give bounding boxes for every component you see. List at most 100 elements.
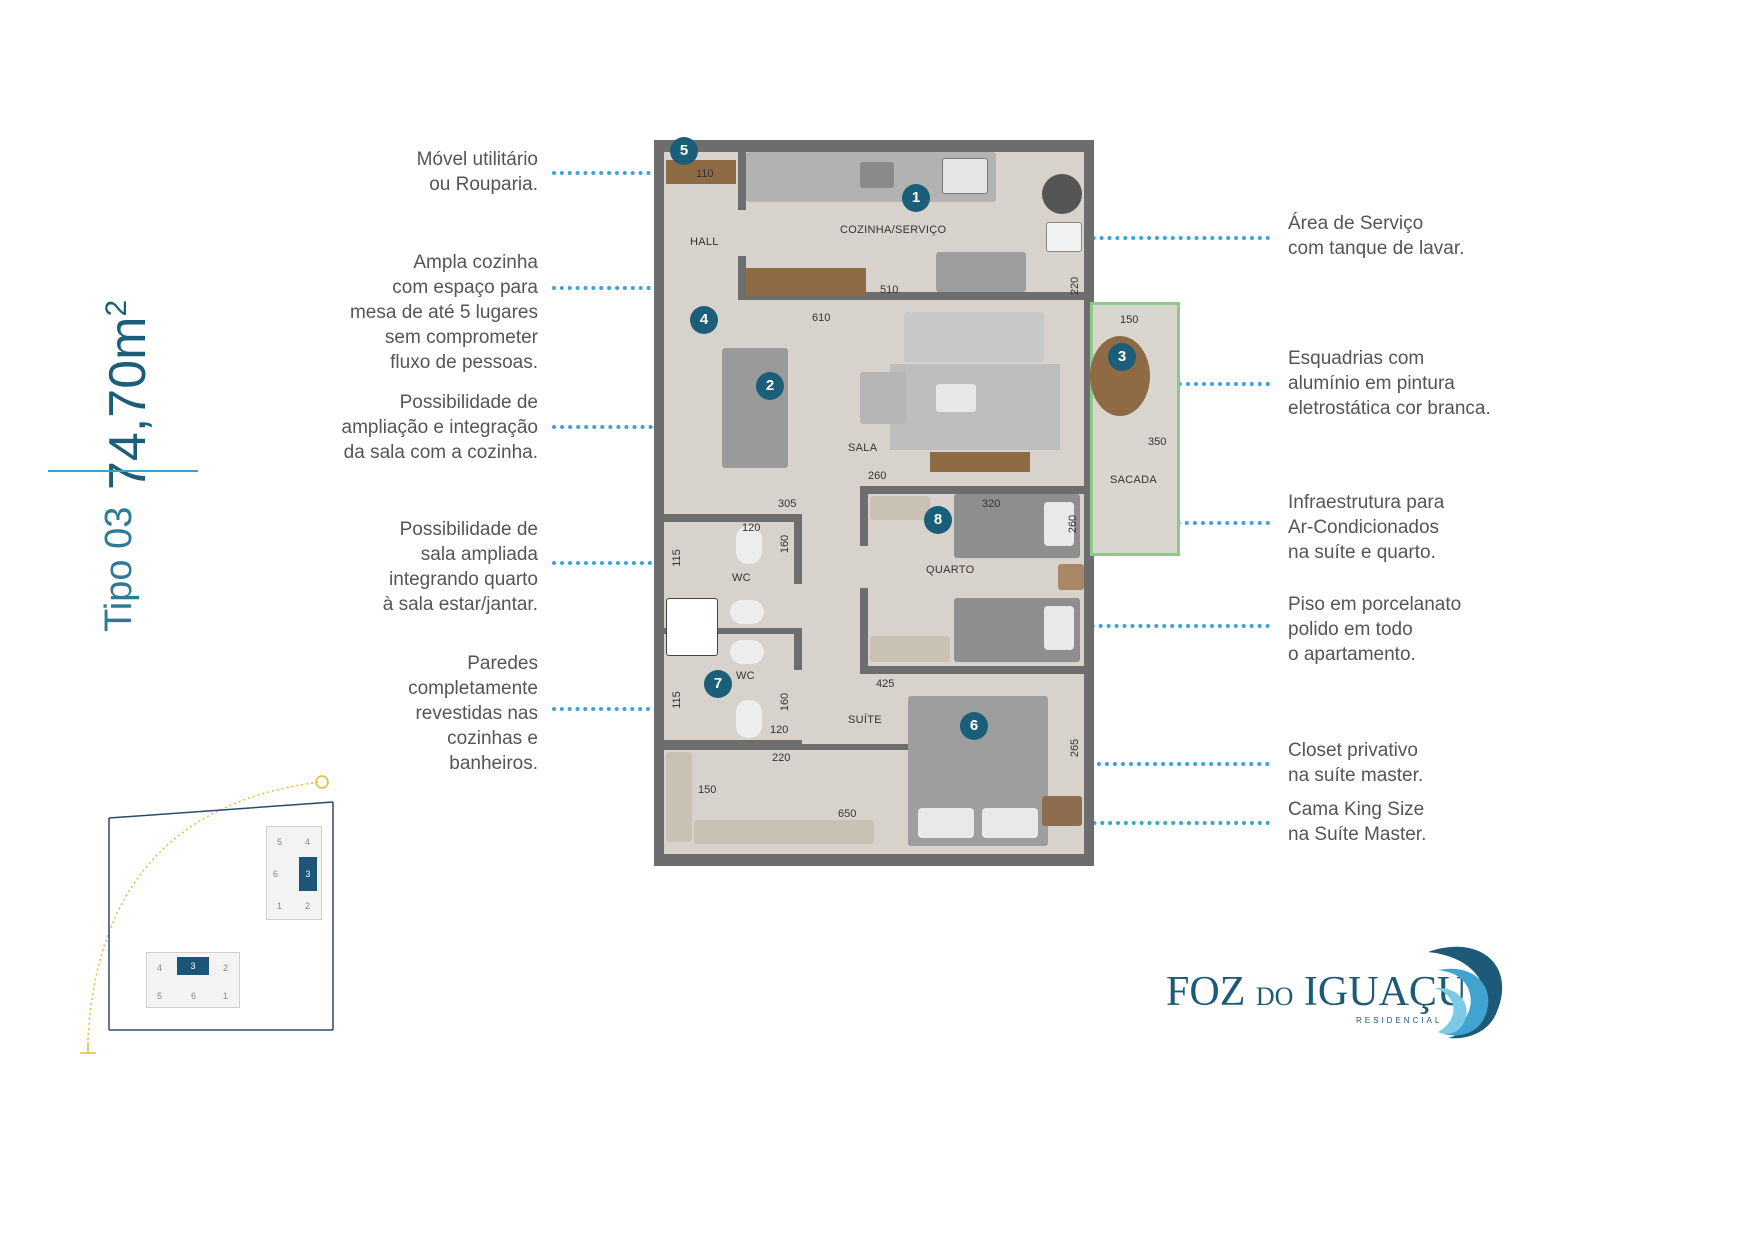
unit-label: 6 xyxy=(191,991,197,1001)
dim-425: 425 xyxy=(876,678,895,690)
room-label-quarto: QUARTO xyxy=(926,564,975,576)
room-label-sacada: SACADA xyxy=(1110,474,1158,486)
dim-120a: 120 xyxy=(742,522,761,534)
room-label-sala: SALA xyxy=(848,442,878,454)
tank-icon xyxy=(1046,222,1082,252)
dim-160a: 160 xyxy=(779,534,792,554)
marker-6: 6 xyxy=(960,712,988,740)
dim-510: 510 xyxy=(880,284,899,296)
feature-sala-ampliada: Possibilidade de sala ampliada integrand… xyxy=(382,519,538,615)
unit-label: 6 xyxy=(273,869,279,879)
sink-icon xyxy=(860,162,894,188)
feature-cama-king: Cama King Size na Suíte Master. xyxy=(1288,799,1427,845)
floor-plan: HALL COZINHA/SERVIÇO SALA SACADA QUARTO … xyxy=(654,137,1180,866)
building-bottom: 4 3 2 5 6 1 xyxy=(146,952,240,1008)
room-label-hall: HALL xyxy=(690,236,719,248)
closet-suite-horizontal xyxy=(694,820,874,844)
dim-320: 320 xyxy=(982,498,1001,510)
dim-650: 650 xyxy=(838,808,857,820)
dim-160b: 160 xyxy=(779,692,792,712)
feature-esquadrias: Esquadrias com alumínio em pintura eletr… xyxy=(1288,348,1491,419)
wall-right xyxy=(1084,140,1094,866)
feature-ar-condicionado: Infraestrutura para Ar-Condicionados na … xyxy=(1288,492,1445,563)
wall-wc-mid xyxy=(664,628,802,634)
closet-quarto-bottom xyxy=(870,636,950,662)
nightstand-quarto xyxy=(1058,564,1084,590)
marker-4: 4 xyxy=(690,306,718,334)
wall-wc-right2 xyxy=(794,630,802,670)
marker-8: 8 xyxy=(924,506,952,534)
area-title: 74,70m2 xyxy=(98,300,158,490)
dim-260a: 260 xyxy=(868,470,887,482)
feature-rouparia: Móvel utilitário ou Rouparia. xyxy=(416,149,538,195)
closet-quarto-top xyxy=(870,496,930,520)
logo-sub: RESIDENCIAL xyxy=(1356,1016,1443,1025)
wall-kitchen-bottom xyxy=(738,292,1088,300)
room-label-wc1: WC xyxy=(732,572,751,584)
wall-kitchen-left xyxy=(738,150,746,210)
wall-closet-top xyxy=(664,744,914,750)
marker-2: 2 xyxy=(756,372,784,400)
sofa xyxy=(904,312,1044,362)
nightstand-suite xyxy=(1042,796,1082,826)
feature-integracao: Possibilidade de ampliação e integração … xyxy=(341,392,538,463)
room-label-cozinha: COZINHA/SERVIÇO xyxy=(840,224,947,236)
leader-area-servico xyxy=(1060,236,1270,240)
sink-icon-wc2 xyxy=(730,640,764,664)
highlighted-unit: 3 xyxy=(177,957,209,975)
rouparia-cabinet xyxy=(666,160,736,184)
feature-area-servico: Área de Serviço com tanque de lavar. xyxy=(1288,213,1465,259)
logo-iguacu: IGUAÇU xyxy=(1303,969,1468,1015)
wall-top xyxy=(654,140,1094,152)
coffee-table xyxy=(936,384,976,412)
wall-kitchen-left2 xyxy=(738,256,746,298)
logo-text: FOZ DO IGUAÇU xyxy=(1166,968,1467,1016)
dim-265: 265 xyxy=(1069,738,1082,758)
feature-closet: Closet privativo na suíte master. xyxy=(1288,740,1424,786)
wall-quarto-left2 xyxy=(860,588,868,668)
dim-260b: 260 xyxy=(1067,514,1080,534)
highlighted-unit: 3 xyxy=(299,857,317,891)
leader-rouparia xyxy=(552,171,682,175)
unit-label: 1 xyxy=(223,991,229,1001)
armchair xyxy=(860,372,906,424)
logo-foz: FOZ xyxy=(1166,969,1246,1015)
logo-do: DO xyxy=(1255,982,1294,1011)
wall-wc-top xyxy=(664,514,802,522)
leader-cama-king xyxy=(990,821,1270,825)
dining-table-sala xyxy=(722,348,788,468)
area-superscript: 2 xyxy=(100,299,133,317)
dim-220a: 220 xyxy=(1069,276,1082,296)
feature-porcelanato: Piso em porcelanato polido em todo o apa… xyxy=(1288,594,1462,665)
closet-suite-vertical xyxy=(666,752,692,842)
sacada-area xyxy=(1090,302,1180,556)
unit-label: 5 xyxy=(157,991,163,1001)
marker-5: 5 xyxy=(670,137,698,165)
shaft-icon xyxy=(666,598,718,656)
unit-label: 2 xyxy=(223,963,229,973)
dim-150b: 150 xyxy=(698,784,717,796)
pillow-king-1 xyxy=(918,808,974,838)
unit-label: 1 xyxy=(277,901,283,911)
dim-610: 610 xyxy=(812,312,831,324)
leader-ar-condicionado xyxy=(1128,521,1270,525)
dim-305: 305 xyxy=(778,498,797,510)
unit-label: 4 xyxy=(305,837,311,847)
dim-220b: 220 xyxy=(772,752,791,764)
washer-icon xyxy=(1042,174,1082,214)
wave-icon xyxy=(1428,946,1503,1039)
unit-label: 2 xyxy=(305,901,311,911)
feature-cozinha: Ampla cozinha com espaço para mesa de at… xyxy=(349,252,538,373)
dining-table-kitchen xyxy=(936,252,1026,292)
sun-path-icon xyxy=(80,775,334,1054)
pillow-quarto-2 xyxy=(1044,606,1074,650)
wall-wc-right xyxy=(794,514,802,584)
type-label: Tipo 03 xyxy=(98,506,140,632)
marker-7: 7 xyxy=(704,670,732,698)
logo: FOZ DO IGUAÇU RESIDENCIAL xyxy=(1160,940,1520,1060)
dim-120b: 120 xyxy=(770,724,789,736)
wall-quarto-bottom xyxy=(860,666,1088,674)
room-label-suite: SUÍTE xyxy=(848,714,882,726)
wall-left xyxy=(654,140,664,866)
dim-110: 110 xyxy=(696,168,714,180)
